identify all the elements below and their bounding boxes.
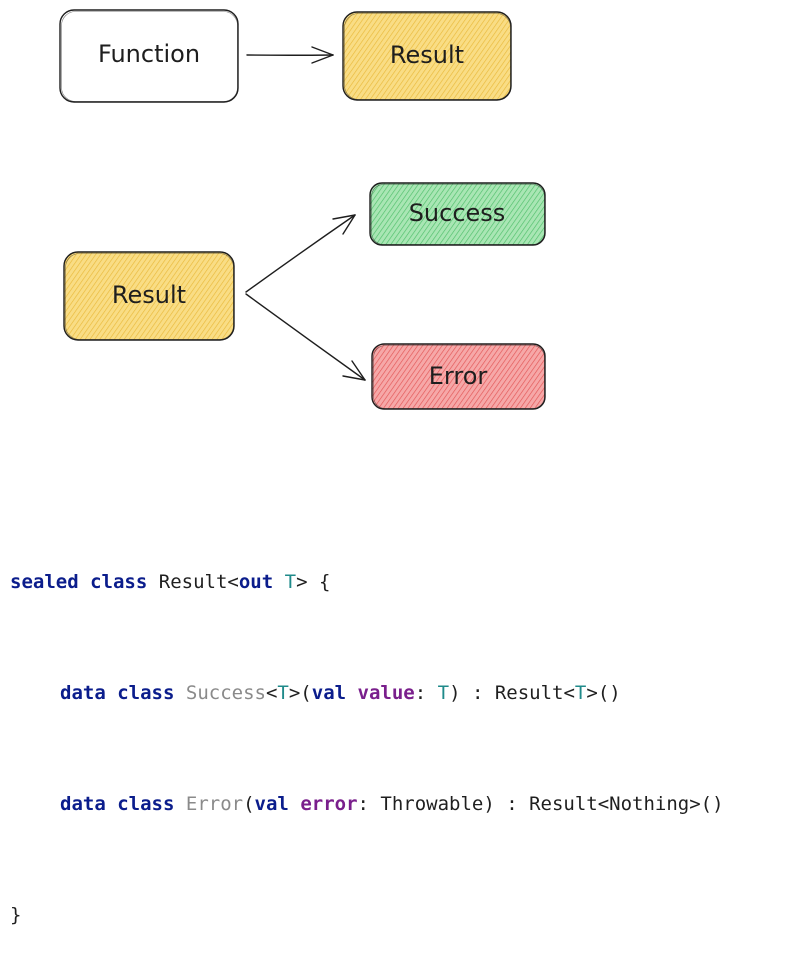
function-node: Function [59,9,239,103]
generic-open: < [265,682,278,704]
colon: : [414,682,438,704]
class-name-success: Success [185,682,266,704]
kotlin-code-block: sealed class Result<out T> { data class … [10,490,724,971]
keyword-class: class [117,682,175,704]
function-node-label: Function [98,40,200,68]
generic-close-paren: >( [288,682,312,704]
result-node-left: Result [63,251,235,341]
keyword-data: data [60,793,106,815]
supertype-prefix: ) : Result< [449,682,575,704]
line-tail: : Throwable) : Result<Nothing>() [357,793,724,815]
result-node-left-label: Result [112,281,186,309]
code-line-2: data class Success<T>(val value: T) : Re… [10,675,724,712]
arrow-function-to-result [246,46,334,64]
result-node-top-label: Result [390,41,464,69]
arrow-result-to-success [245,214,356,293]
property-error: error [300,793,358,815]
keyword-sealed: sealed [10,571,79,593]
keyword-val: val [311,682,347,704]
code-line-1: sealed class Result<out T> { [10,564,724,601]
param-type: T [437,682,450,704]
keyword-val: val [254,793,289,815]
code-line-3: data class Error(val error: Throwable) :… [10,786,724,823]
closing-brace: } [10,904,22,926]
line-tail: > { [296,571,331,593]
class-name-result: Result [158,571,228,593]
success-node-label: Success [409,199,506,227]
keyword-data: data [60,682,106,704]
line-tail: >() [586,682,621,704]
keyword-class: class [117,793,175,815]
type-parameter: T [284,571,297,593]
result-node-top: Result [342,11,512,101]
success-node: Success [369,182,546,246]
arrow-result-to-error [245,293,366,381]
open-paren: ( [243,793,255,815]
supertype-parameter: T [574,682,587,704]
result-type-diagram: Function Result Success Result [59,9,546,410]
keyword-class: class [90,571,148,593]
error-node: Error [371,343,546,410]
class-name-error: Error [185,793,244,815]
generic-open: < [227,571,239,593]
keyword-out: out [238,571,274,593]
property-value: value [357,682,415,704]
code-line-4: } [10,897,724,934]
type-parameter: T [277,682,289,704]
error-node-label: Error [429,362,488,390]
